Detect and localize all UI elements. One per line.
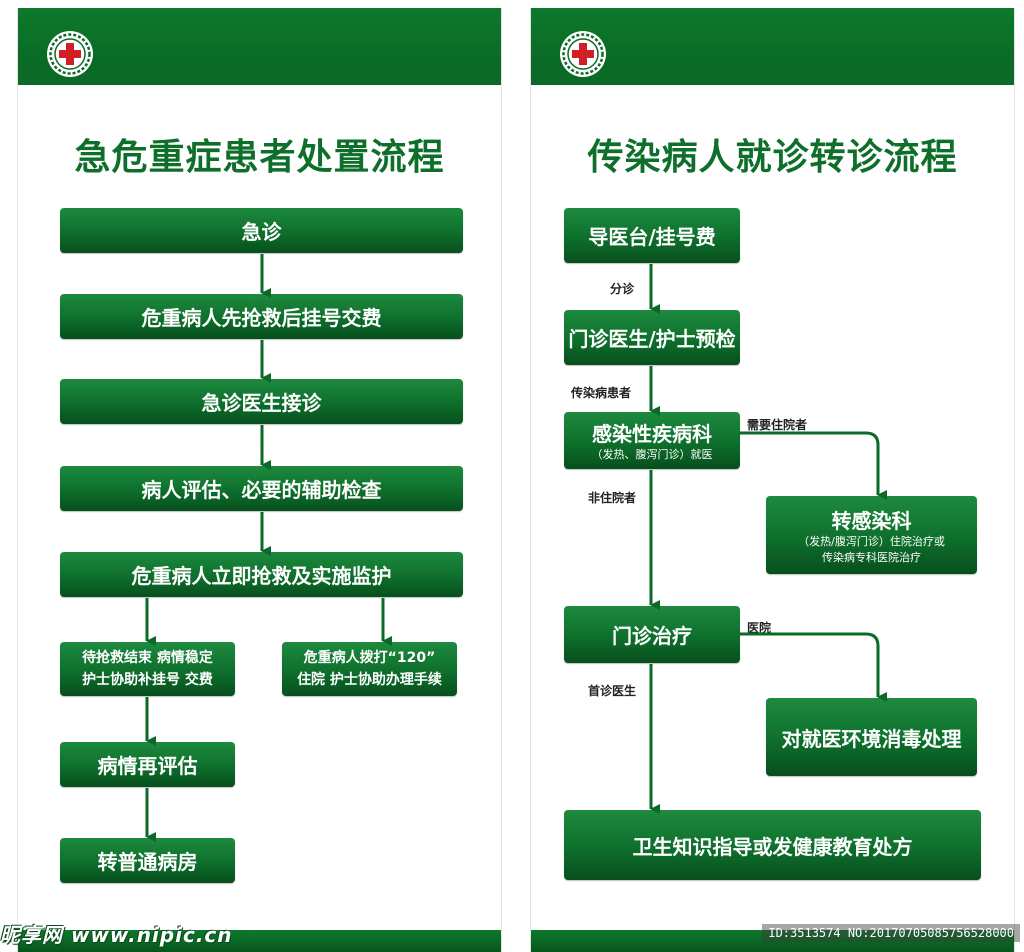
node-transfer: 转感染科 （发热/腹泻门诊）住院治疗或 传染病专科医院治疗 xyxy=(766,496,977,574)
watermark-left: 昵享网 www.nipic.cn xyxy=(0,923,233,947)
node-emergency-label: 急诊 xyxy=(241,220,282,244)
node-rescue-first: 危重病人先抢救后挂号交费 xyxy=(60,294,463,339)
edge-label-infectious-patient: 传染病患者 xyxy=(571,386,632,400)
left-page-title: 急危重症患者处置流程 xyxy=(74,137,445,178)
node-transfer-label: 转感染科 xyxy=(831,508,912,533)
edge-label-hospital: 医院 xyxy=(747,621,772,635)
node-call-120-line2: 住院 护士协助办理手续 xyxy=(297,672,442,688)
node-disinfect: 对就医环境消毒处理 xyxy=(766,698,977,776)
edge-label-triage: 分诊 xyxy=(610,282,635,296)
right-panel: 传染病人就诊转诊流程 导医台/挂号费 门诊医生/护士预检 感染性疾病科 （发热、… xyxy=(530,8,1015,952)
node-stable-line1: 待抢救结束 病情稳定 xyxy=(82,650,213,666)
node-guide-label: 导医台/挂号费 xyxy=(588,225,716,249)
node-education: 卫生知识指导或发健康教育处方 xyxy=(564,810,981,880)
left-footer-band xyxy=(18,930,501,952)
watermark-right: ID:3513574 NO:20170705085756528000 xyxy=(762,924,1020,942)
node-precheck-label: 门诊医生/护士预检 xyxy=(568,327,736,351)
node-transfer-sub1: （发热/腹泻门诊）住院治疗或 xyxy=(798,534,945,548)
node-ward-label: 转普通病房 xyxy=(97,850,198,874)
node-reassess: 病情再评估 xyxy=(60,742,235,787)
node-transfer-sub2: 传染病专科医院治疗 xyxy=(822,550,921,564)
node-doctor-receive-label: 急诊医生接诊 xyxy=(201,391,322,415)
red-cross-emblem-icon xyxy=(47,31,93,77)
node-rescue-first-label: 危重病人先抢救后挂号交费 xyxy=(141,306,382,330)
edge-label-need-hospital: 需要住院者 xyxy=(747,418,808,432)
node-rescue-monitor-label: 危重病人立即抢救及实施监护 xyxy=(131,564,392,588)
node-outpatient-label: 门诊治疗 xyxy=(612,624,692,648)
node-emergency: 急诊 xyxy=(60,208,463,253)
node-stable-line2: 护士协助补挂号 交费 xyxy=(82,672,213,688)
node-disinfect-label: 对就医环境消毒处理 xyxy=(781,726,962,751)
right-footer-band xyxy=(531,930,1014,952)
edge-label-first-doctor: 首诊医生 xyxy=(588,684,637,698)
node-precheck: 门诊医生/护士预检 xyxy=(564,310,740,365)
right-page-title: 传染病人就诊转诊流程 xyxy=(587,137,958,178)
node-infection-dept-sub: （发热、腹泻门诊）就医 xyxy=(591,448,713,461)
node-guide: 导医台/挂号费 xyxy=(564,208,740,263)
node-reassess-label: 病情再评估 xyxy=(97,754,198,778)
right-header-band xyxy=(531,8,1014,85)
node-education-label: 卫生知识指导或发健康教育处方 xyxy=(632,834,913,859)
node-assess: 病人评估、必要的辅助检查 xyxy=(60,466,463,511)
node-assess-label: 病人评估、必要的辅助检查 xyxy=(141,478,382,502)
edge-label-non-hospital: 非住院者 xyxy=(588,491,637,505)
node-ward: 转普通病房 xyxy=(60,838,235,883)
node-rescue-monitor: 危重病人立即抢救及实施监护 xyxy=(60,552,463,597)
left-panel: 急危重症患者处置流程 急诊 危重病人先抢救后挂号交费 急诊医生接诊 病人评估、必… xyxy=(17,8,502,952)
red-cross-emblem-icon xyxy=(560,31,606,77)
node-call-120: 危重病人拨打“120” 住院 护士协助办理手续 xyxy=(282,642,457,696)
node-outpatient: 门诊治疗 xyxy=(564,606,740,663)
left-header-band xyxy=(18,8,501,85)
node-infection-dept-label: 感染性疾病科 xyxy=(592,422,712,446)
node-call-120-line1: 危重病人拨打“120” xyxy=(303,650,436,666)
node-doctor-receive: 急诊医生接诊 xyxy=(60,379,463,424)
node-infection-dept: 感染性疾病科 （发热、腹泻门诊）就医 xyxy=(564,412,740,469)
node-stable: 待抢救结束 病情稳定 护士协助补挂号 交费 xyxy=(60,642,235,696)
